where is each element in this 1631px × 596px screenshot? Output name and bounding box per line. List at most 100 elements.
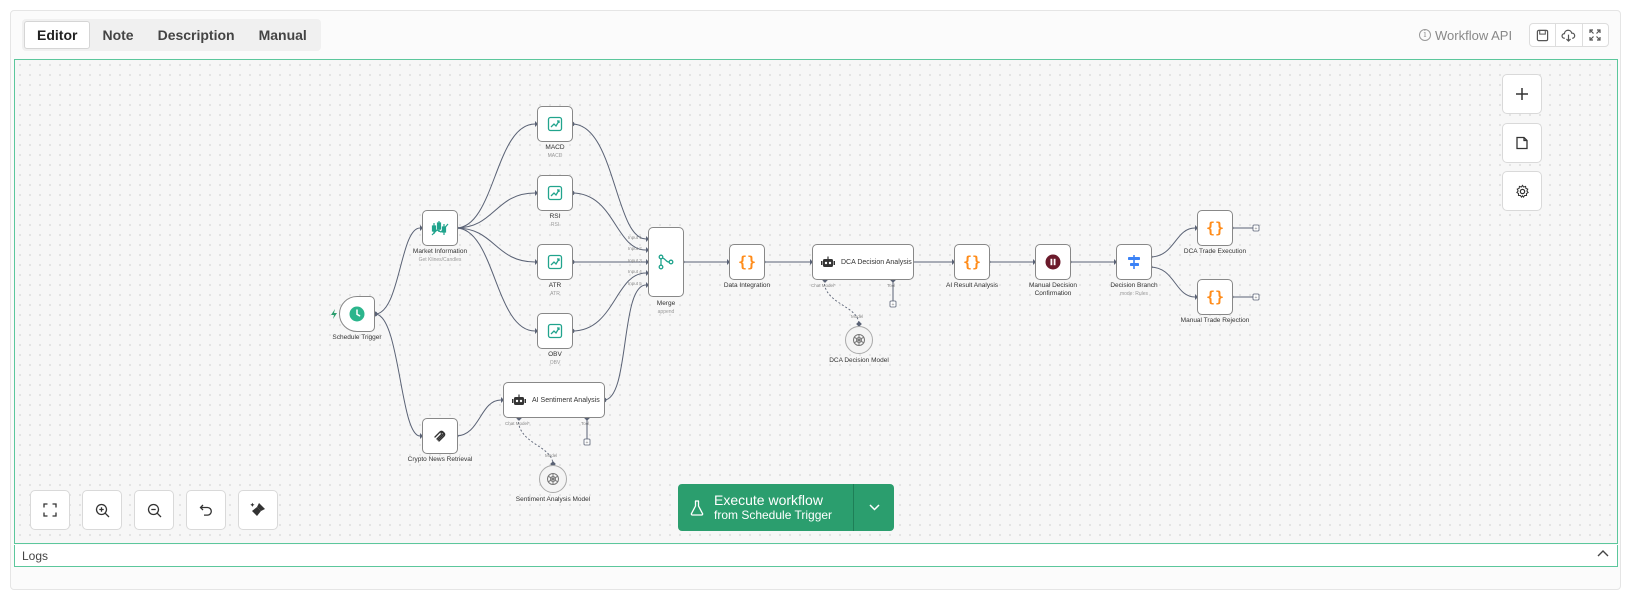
robot-icon — [821, 256, 835, 267]
node-dca-decision-analysis[interactable]: DCA Decision Analysis — [812, 244, 914, 280]
node-rsi[interactable] — [537, 175, 573, 211]
merge-input-5: Input 5 — [628, 281, 642, 286]
tab-manual[interactable]: Manual — [258, 27, 307, 43]
svg-text:+: + — [1255, 295, 1258, 301]
node-decision-branch[interactable] — [1116, 244, 1152, 280]
node-manual-decision-confirmation[interactable] — [1035, 244, 1071, 280]
merge-input-1: Input 1 — [628, 235, 642, 240]
api-link-icon — [434, 430, 446, 442]
dca-model-port: Model — [851, 314, 864, 319]
download-button[interactable] — [1556, 24, 1583, 46]
clock-icon — [349, 306, 365, 322]
sentiment-chat-model-port: Chat Model* — [505, 421, 530, 426]
edge-sentiment-merge — [603, 284, 647, 401]
code-braces-icon: {} — [737, 253, 757, 271]
edge-macd-merge — [571, 123, 647, 240]
add-node-button[interactable] — [1502, 74, 1542, 114]
sentiment-model-label: Sentiment Analysis Model — [515, 496, 591, 503]
node-dca-trade-execution[interactable]: {} — [1197, 210, 1233, 246]
tab-editor[interactable]: Editor — [24, 21, 91, 49]
chart-trend-icon — [547, 185, 563, 201]
switch-branch-icon — [1128, 255, 1140, 269]
tidy-up-button[interactable] — [238, 490, 278, 530]
crypto-news-label: Crypto News Retrieval — [407, 456, 473, 463]
zoom-out-button[interactable] — [134, 490, 174, 530]
add-sticky-note-button[interactable] — [1502, 123, 1542, 163]
chart-trend-icon — [547, 254, 563, 270]
settings-icon — [1515, 184, 1529, 198]
node-obv[interactable] — [537, 313, 573, 349]
svg-text:+: + — [1255, 226, 1258, 232]
edge-sentiment-model — [517, 417, 554, 466]
node-crypto-news-retrieval[interactable] — [422, 418, 458, 454]
node-data-integration[interactable]: {} — [729, 244, 765, 280]
zoom-in-icon — [95, 503, 109, 517]
plus-icon — [1516, 88, 1528, 100]
schedule-trigger-label: Schedule Trigger — [332, 334, 382, 341]
fullscreen-button[interactable] — [1583, 24, 1608, 46]
merge-input-3: Input 3 — [628, 258, 642, 263]
dca-trade-label: DCA Trade Execution — [1183, 248, 1247, 255]
node-ai-result-analysis[interactable]: {} — [954, 244, 990, 280]
sentiment-tool-port: Tool — [581, 421, 590, 426]
edge-market-rsi — [455, 192, 536, 229]
data-integration-label: Data Integration — [723, 282, 771, 289]
node-atr[interactable] — [537, 244, 573, 280]
node-dca-decision-model[interactable] — [845, 326, 873, 354]
node-macd[interactable] — [537, 106, 573, 142]
dca-chat-model-port: Chat Model* — [811, 283, 836, 288]
edge-market-atr — [455, 227, 536, 263]
workflow-api-label: Workflow API — [1435, 27, 1513, 43]
undo-button[interactable] — [186, 490, 226, 530]
workflow-api-link[interactable]: i Workflow API — [1419, 26, 1512, 44]
dca-analysis-label: DCA Decision Analysis — [841, 258, 912, 266]
zoom-out-icon — [147, 503, 161, 517]
node-schedule-trigger[interactable] — [339, 296, 375, 332]
node-ai-sentiment-analysis[interactable]: AI Sentiment Analysis — [503, 382, 605, 418]
ai-sentiment-label: AI Sentiment Analysis — [532, 396, 600, 404]
fit-view-button[interactable] — [30, 490, 70, 530]
openai-icon — [547, 473, 559, 485]
execute-workflow-control: Execute workflow from Schedule Trigger — [678, 484, 894, 531]
node-sentiment-analysis-model[interactable] — [539, 465, 567, 493]
settings-button[interactable] — [1502, 171, 1542, 211]
dca-tool-port: Tool — [887, 283, 896, 288]
openai-icon — [853, 334, 865, 346]
logs-label: Logs — [22, 548, 49, 563]
logs-panel-toggle[interactable]: Logs — [14, 545, 1618, 567]
header-action-group — [1529, 23, 1609, 47]
save-icon — [1536, 29, 1549, 41]
merge-input-2: Input 2 — [628, 246, 642, 251]
zoom-in-button[interactable] — [82, 490, 122, 530]
svg-text:+: + — [892, 302, 895, 308]
edge-branch-reject — [1149, 266, 1196, 298]
tab-description[interactable]: Description — [157, 27, 235, 43]
save-button[interactable] — [1530, 24, 1557, 46]
chevron-up-icon — [1597, 550, 1609, 557]
code-braces-icon: {} — [1205, 219, 1225, 237]
fullscreen-icon — [1589, 29, 1601, 41]
execute-options-dropdown[interactable] — [854, 484, 894, 531]
merge-icon — [658, 254, 674, 270]
node-merge[interactable] — [648, 227, 684, 297]
dca-model-label: DCA Decision Model — [829, 357, 889, 364]
robot-icon — [512, 394, 526, 405]
tab-note[interactable]: Note — [102, 27, 134, 43]
node-manual-trade-rejection[interactable]: {} — [1197, 279, 1233, 315]
node-market-information[interactable] — [422, 210, 458, 246]
chevron-down-icon — [868, 504, 880, 511]
ai-result-label: AI Result Analysis — [945, 282, 999, 289]
workflow-canvas[interactable]: ++ ++ Schedule Trigger — [14, 59, 1618, 544]
fit-view-icon — [43, 503, 57, 517]
cloud-download-icon — [1561, 29, 1576, 42]
execute-workflow-button[interactable]: Execute workflow from Schedule Trigger — [678, 484, 854, 531]
execute-trigger-label: from Schedule Trigger — [714, 508, 833, 522]
lightning-icon — [331, 309, 337, 319]
code-braces-icon: {} — [962, 253, 982, 271]
chart-trend-icon — [547, 323, 563, 339]
